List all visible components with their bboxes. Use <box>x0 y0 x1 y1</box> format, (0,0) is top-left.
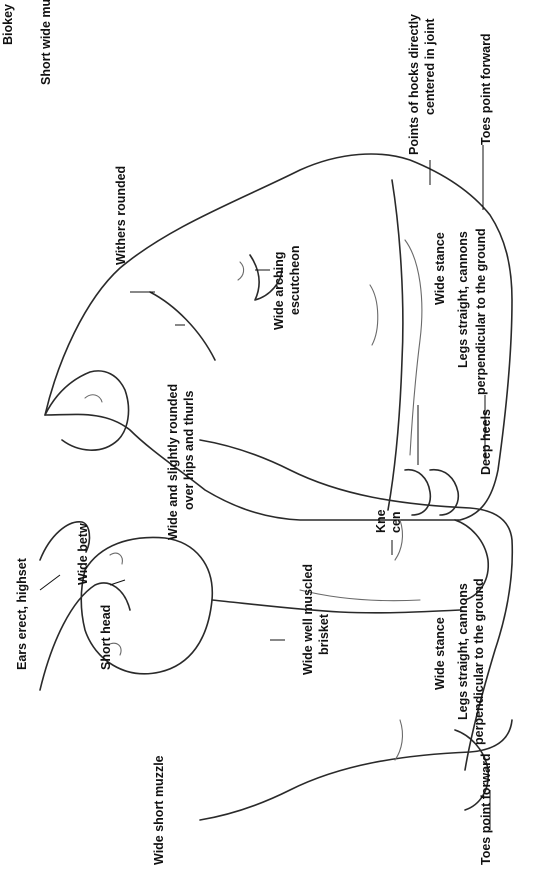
label-heels: Deep heels <box>479 409 493 475</box>
labels: Biokey Short wide mu Points of hocks dir… <box>1 0 493 865</box>
label-muzzle: Wide short muzzle <box>152 755 166 865</box>
label-hocks-2: centered in joint <box>423 18 437 115</box>
label-legs-front-1: Legs straight, cannons <box>456 583 470 720</box>
label-knee-2: cen <box>389 511 403 533</box>
label-brisket: Wide well muscled <box>301 564 315 675</box>
label-knee: Kne <box>374 509 388 533</box>
label-toes-front: Toes point forward <box>479 753 493 865</box>
label-withers: Withers rounded <box>114 166 128 265</box>
label-hips-2: over hips and thurls <box>182 390 196 510</box>
label-legs-front-2: perpendicular to the ground <box>472 578 486 745</box>
label-stance-rear: Wide stance <box>433 232 447 305</box>
label-legs-rear-1: Legs straight, cannons <box>456 231 470 368</box>
label-short-head: Short head <box>99 605 113 670</box>
label-hips: Wide and slightly rounded <box>166 384 180 540</box>
label-brisket-2: brisket <box>317 613 331 655</box>
label-ears: Ears erect, highset <box>15 557 29 670</box>
label-hocks: Points of hocks directly <box>407 14 421 155</box>
label-legs-rear-2: perpendicular to the ground <box>474 228 488 395</box>
label-stance-front: Wide stance <box>433 617 447 690</box>
leader-lines <box>40 145 490 830</box>
label-escutcheon-2: escutcheon <box>288 246 302 315</box>
label-top-partial-2: Short wide mu <box>39 0 53 85</box>
label-escutcheon: Wide arching <box>272 252 286 330</box>
label-between: Wide betw <box>76 523 90 585</box>
label-toes-rear: Toes point forward <box>479 33 493 145</box>
label-top-partial-1: Biokey <box>1 4 15 45</box>
